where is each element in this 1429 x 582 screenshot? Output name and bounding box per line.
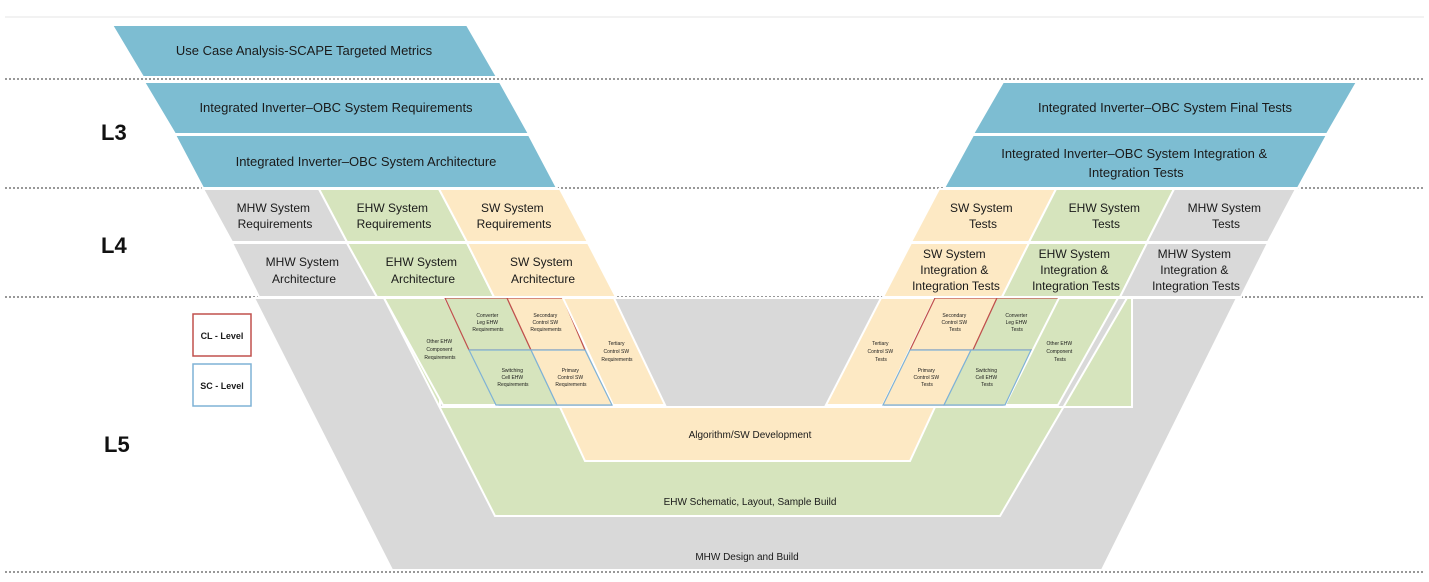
primary-ctrl-req-cell (530, 349, 613, 406)
tertiary-ctrl-req-text: Tertiary Control SW Requirements (601, 341, 633, 363)
secondary-ctrl-tests-text: Secondary Control SW Tests (942, 313, 969, 333)
mhw-design-build-label: MHW Design and Build (695, 552, 798, 563)
mhw-system-arch-text: MHW System Architecture (266, 255, 343, 286)
use-case-analysis-label: Use Case Analysis-SCAPE Targeted Metrics (176, 43, 433, 58)
mhw-system-integ-block (1118, 242, 1270, 298)
sw-system-tests-text: SW System Tests (950, 201, 1016, 231)
converter-leg-req-text: Converter Leg EHW Requirements (472, 313, 504, 333)
sw-system-arch-block (465, 242, 618, 298)
converter-leg-tests-text: Converter Leg EHW Tests (1005, 313, 1028, 333)
legend-cl-label: CL - Level (201, 331, 244, 341)
switching-cell-tests-cell (943, 349, 1032, 406)
system-integ-tests-block (942, 134, 1329, 189)
primary-ctrl-req-text: Primary Control SW Requirements (555, 368, 587, 388)
ehw-build-label: EHW Schematic, Layout, Sample Build (664, 497, 837, 508)
secondary-ctrl-req-text: Secondary Control SW Requirements (530, 313, 562, 333)
mhw-system-tests-block (1145, 188, 1298, 243)
ehw-system-integ-text: EHW System Integration & Integration Tes… (1032, 247, 1120, 293)
mhw-system-integ-text: MHW System Integration & Integration Tes… (1152, 247, 1240, 293)
use-case-analysis-block (110, 24, 499, 78)
sw-system-arch-text: SW System Architecture (510, 255, 576, 286)
legend-sc-label: SC - Level (200, 381, 244, 391)
primary-ctrl-tests-text: Primary Control SW Tests (914, 368, 941, 388)
system-final-tests-label: Integrated Inverter–OBC System Final Tes… (1038, 100, 1293, 115)
other-ehw-tests-text: Other EHW Component Tests (1046, 341, 1073, 363)
ehw-system-arch-text: EHW System Architecture (386, 255, 461, 286)
switching-cell-tests-text: Switching Cell EHW Tests (975, 368, 998, 388)
level-label-l3: L3 (101, 120, 127, 145)
legend-cl-box (192, 313, 252, 357)
switching-cell-req-text: Switching Cell EHW Requirements (497, 368, 529, 388)
sw-system-integ-text: SW System Integration & Integration Test… (912, 247, 1000, 293)
system-arch-block (173, 134, 559, 189)
level-label-l5: L5 (104, 432, 130, 457)
system-integ-tests-label: Integrated Inverter–OBC System Integrati… (1001, 146, 1271, 180)
level-label-l4: L4 (101, 233, 127, 258)
algo-sw-block (558, 406, 937, 462)
other-ehw-req-text: Other EHW Component Requirements (424, 339, 456, 361)
algo-sw-label: Algorithm/SW Development (689, 430, 812, 441)
legend-sc-box (192, 363, 252, 407)
system-arch-label: Integrated Inverter–OBC System Architect… (236, 154, 497, 169)
sw-system-req-text: SW System Requirements (477, 201, 552, 231)
ehw-system-req-text: EHW System Requirements (357, 201, 432, 231)
mhw-system-req-text: MHW System Requirements (237, 201, 314, 231)
mhw-system-tests-text: MHW System Tests (1188, 201, 1265, 231)
ehw-system-tests-text: EHW System Tests (1069, 201, 1144, 231)
tertiary-ctrl-tests-text: Tertiary Control SW Tests (868, 341, 895, 363)
system-req-label: Integrated Inverter–OBC System Requireme… (199, 100, 473, 115)
